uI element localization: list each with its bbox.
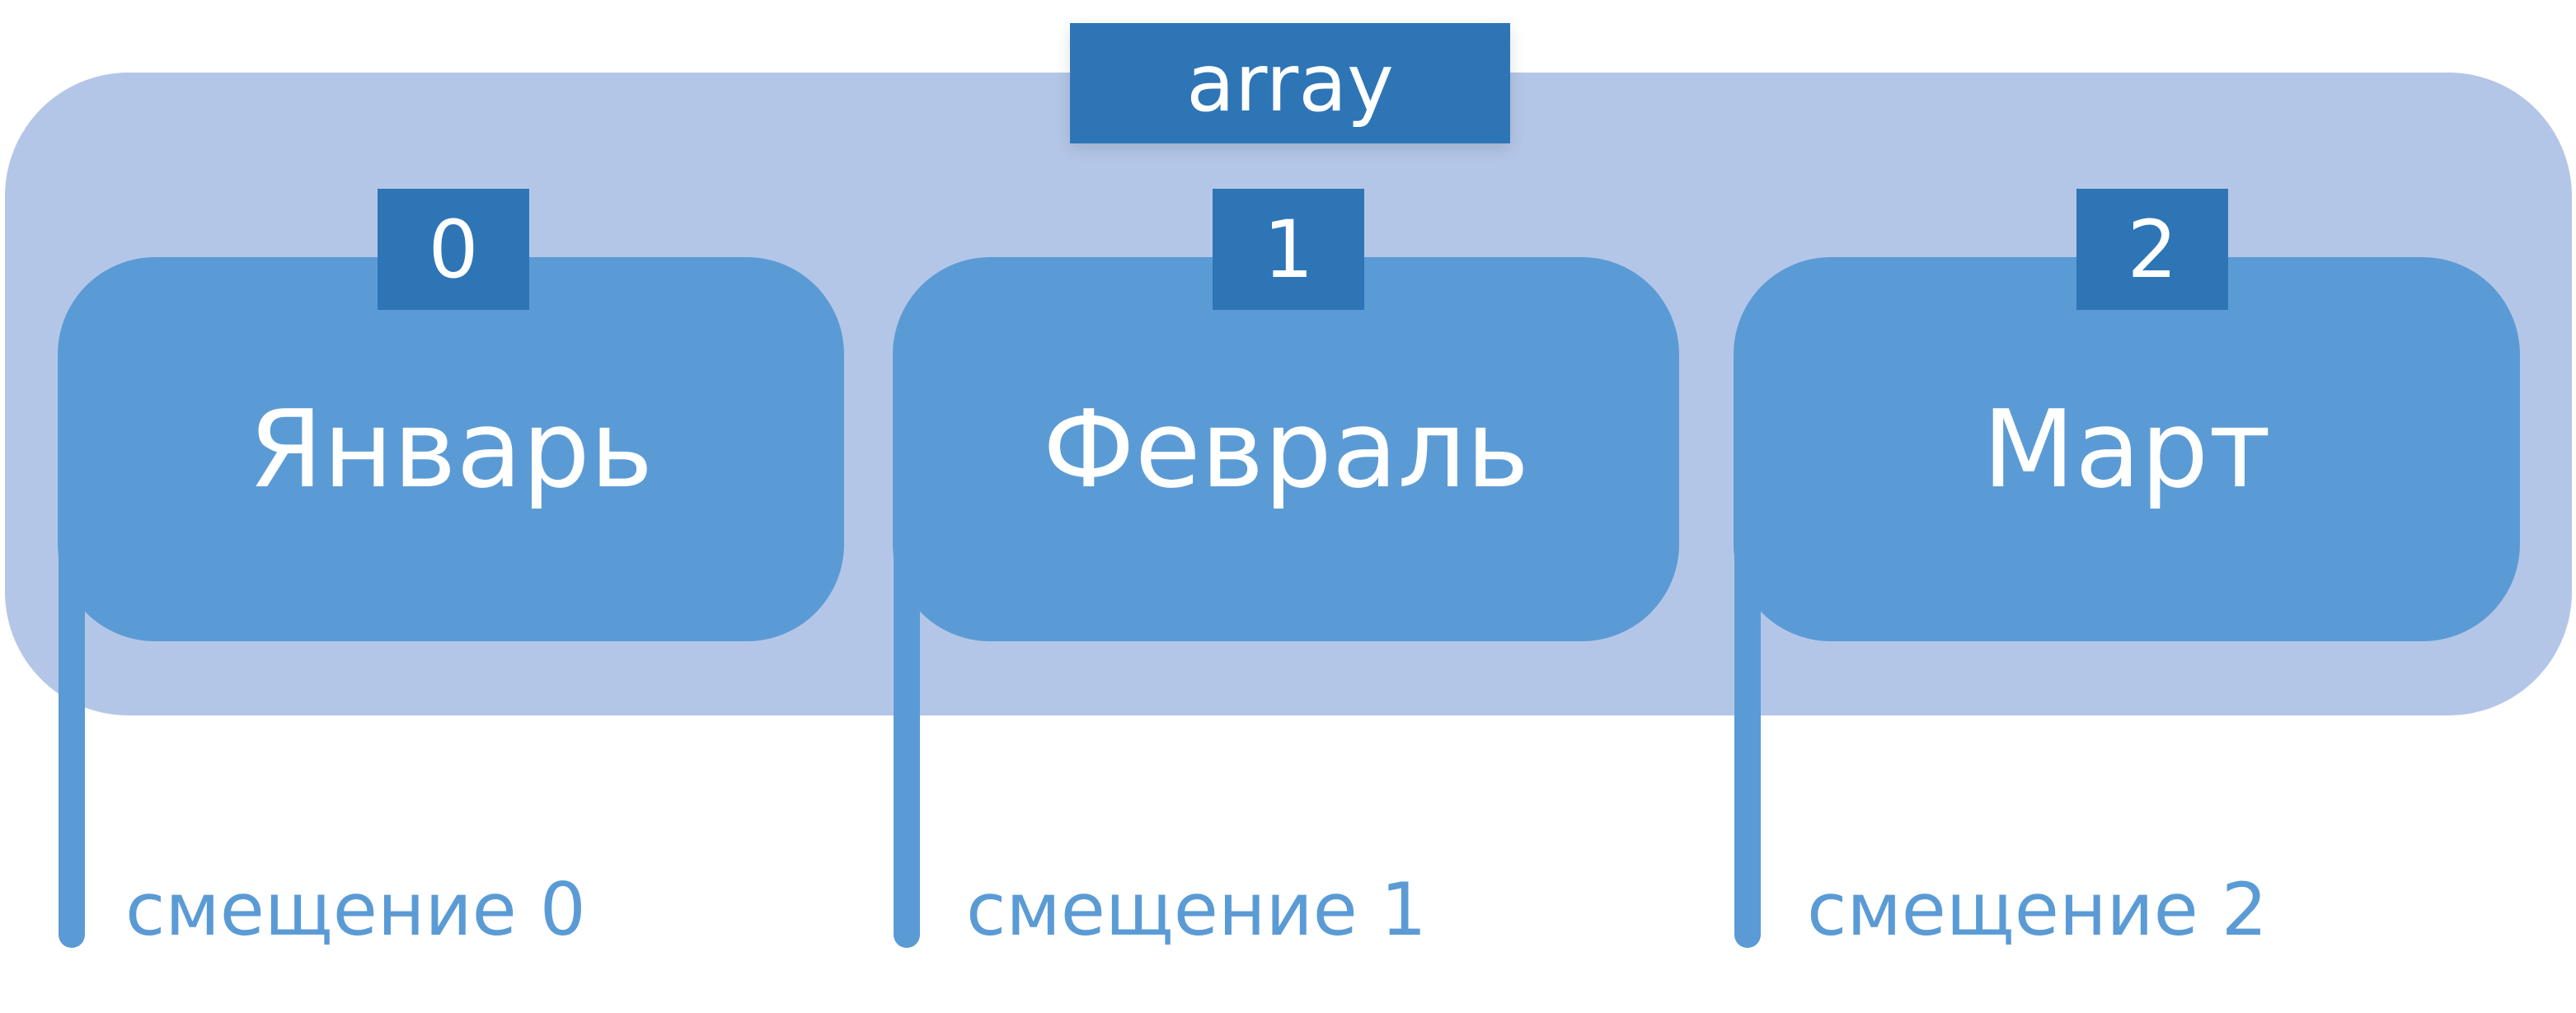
cell-value-0: Январь [248, 387, 654, 512]
offset-label-0: смещение 0 [125, 867, 586, 952]
index-value-1: 1 [1263, 203, 1314, 296]
cell-value-1: Февраль [1042, 387, 1530, 512]
offset-line-2 [1734, 354, 1761, 948]
index-label-0: 0 [378, 189, 529, 310]
cell-value-2: Март [1982, 387, 2272, 512]
index-value-0: 0 [428, 203, 479, 296]
index-value-2: 2 [2127, 203, 2178, 296]
array-cell-1: Февраль [893, 257, 1679, 641]
index-label-1: 1 [1213, 189, 1364, 310]
array-label: array [1070, 23, 1510, 143]
array-label-text: array [1186, 37, 1394, 129]
offset-line-0 [59, 354, 85, 948]
index-label-2: 2 [2076, 189, 2228, 310]
offset-label-2: смещение 2 [1807, 867, 2268, 952]
array-cell-0: Январь [58, 257, 844, 641]
array-cell-2: Март [1734, 257, 2520, 641]
offset-label-1: смещение 1 [966, 867, 1427, 952]
offset-line-1 [894, 354, 920, 948]
